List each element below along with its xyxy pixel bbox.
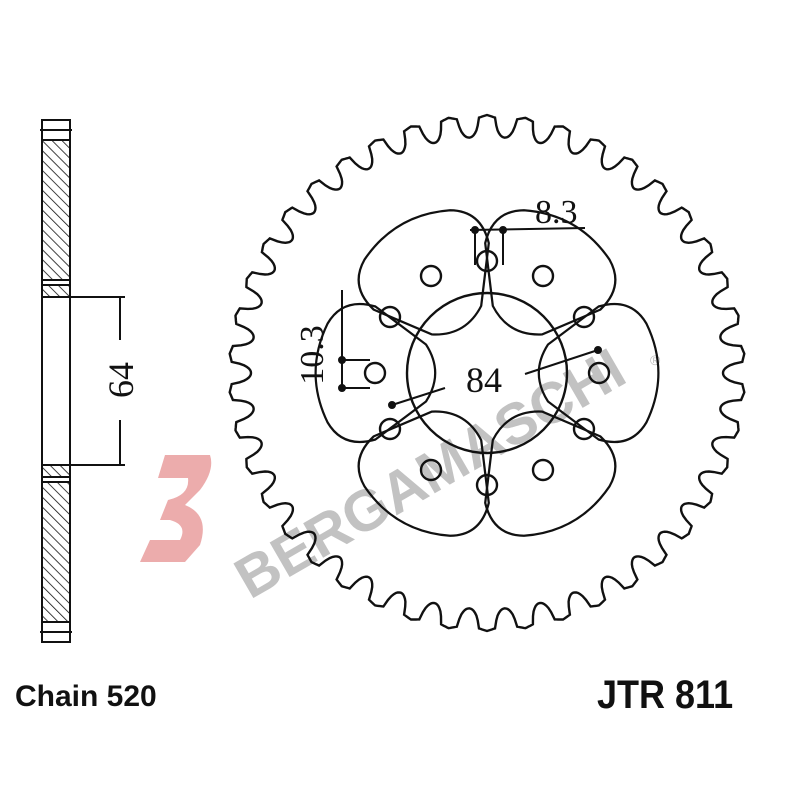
mounting-hole bbox=[363, 361, 387, 385]
mounting-hole bbox=[531, 264, 555, 288]
center-bore bbox=[405, 291, 569, 455]
mounting-hole bbox=[572, 305, 596, 329]
mounting-hole bbox=[378, 305, 402, 329]
sprocket-front-view bbox=[228, 113, 746, 633]
lightening-cutout bbox=[357, 410, 490, 537]
mounting-hole bbox=[419, 264, 443, 288]
sprocket-teeth-outline bbox=[228, 113, 746, 633]
dimension-10-3: 10.3 bbox=[294, 325, 331, 385]
dimension-64: 64 bbox=[101, 362, 141, 398]
mounting-hole bbox=[587, 361, 611, 385]
dimension-84: 84 bbox=[466, 360, 502, 400]
dimension-lines bbox=[338, 226, 602, 409]
lightening-cutout bbox=[314, 302, 437, 444]
mounting-hole bbox=[378, 417, 402, 441]
dimension-8-3: 8.3 bbox=[535, 194, 578, 231]
lightening-cutout bbox=[484, 410, 617, 537]
watermark-registered: ® bbox=[650, 352, 661, 368]
mounting-hole bbox=[419, 458, 443, 482]
lightening-cutout bbox=[357, 209, 490, 336]
mounting-hole bbox=[531, 458, 555, 482]
chain-label: Chain 520 bbox=[15, 680, 157, 713]
lightening-cutout bbox=[537, 302, 660, 444]
lightening-cutout bbox=[484, 209, 617, 336]
part-number: JTR 811 bbox=[597, 673, 734, 717]
watermark-brand: BERGAMASCHI bbox=[224, 336, 636, 611]
mounting-hole bbox=[572, 417, 596, 441]
watermark-logo bbox=[140, 455, 212, 562]
side-view bbox=[40, 119, 125, 643]
